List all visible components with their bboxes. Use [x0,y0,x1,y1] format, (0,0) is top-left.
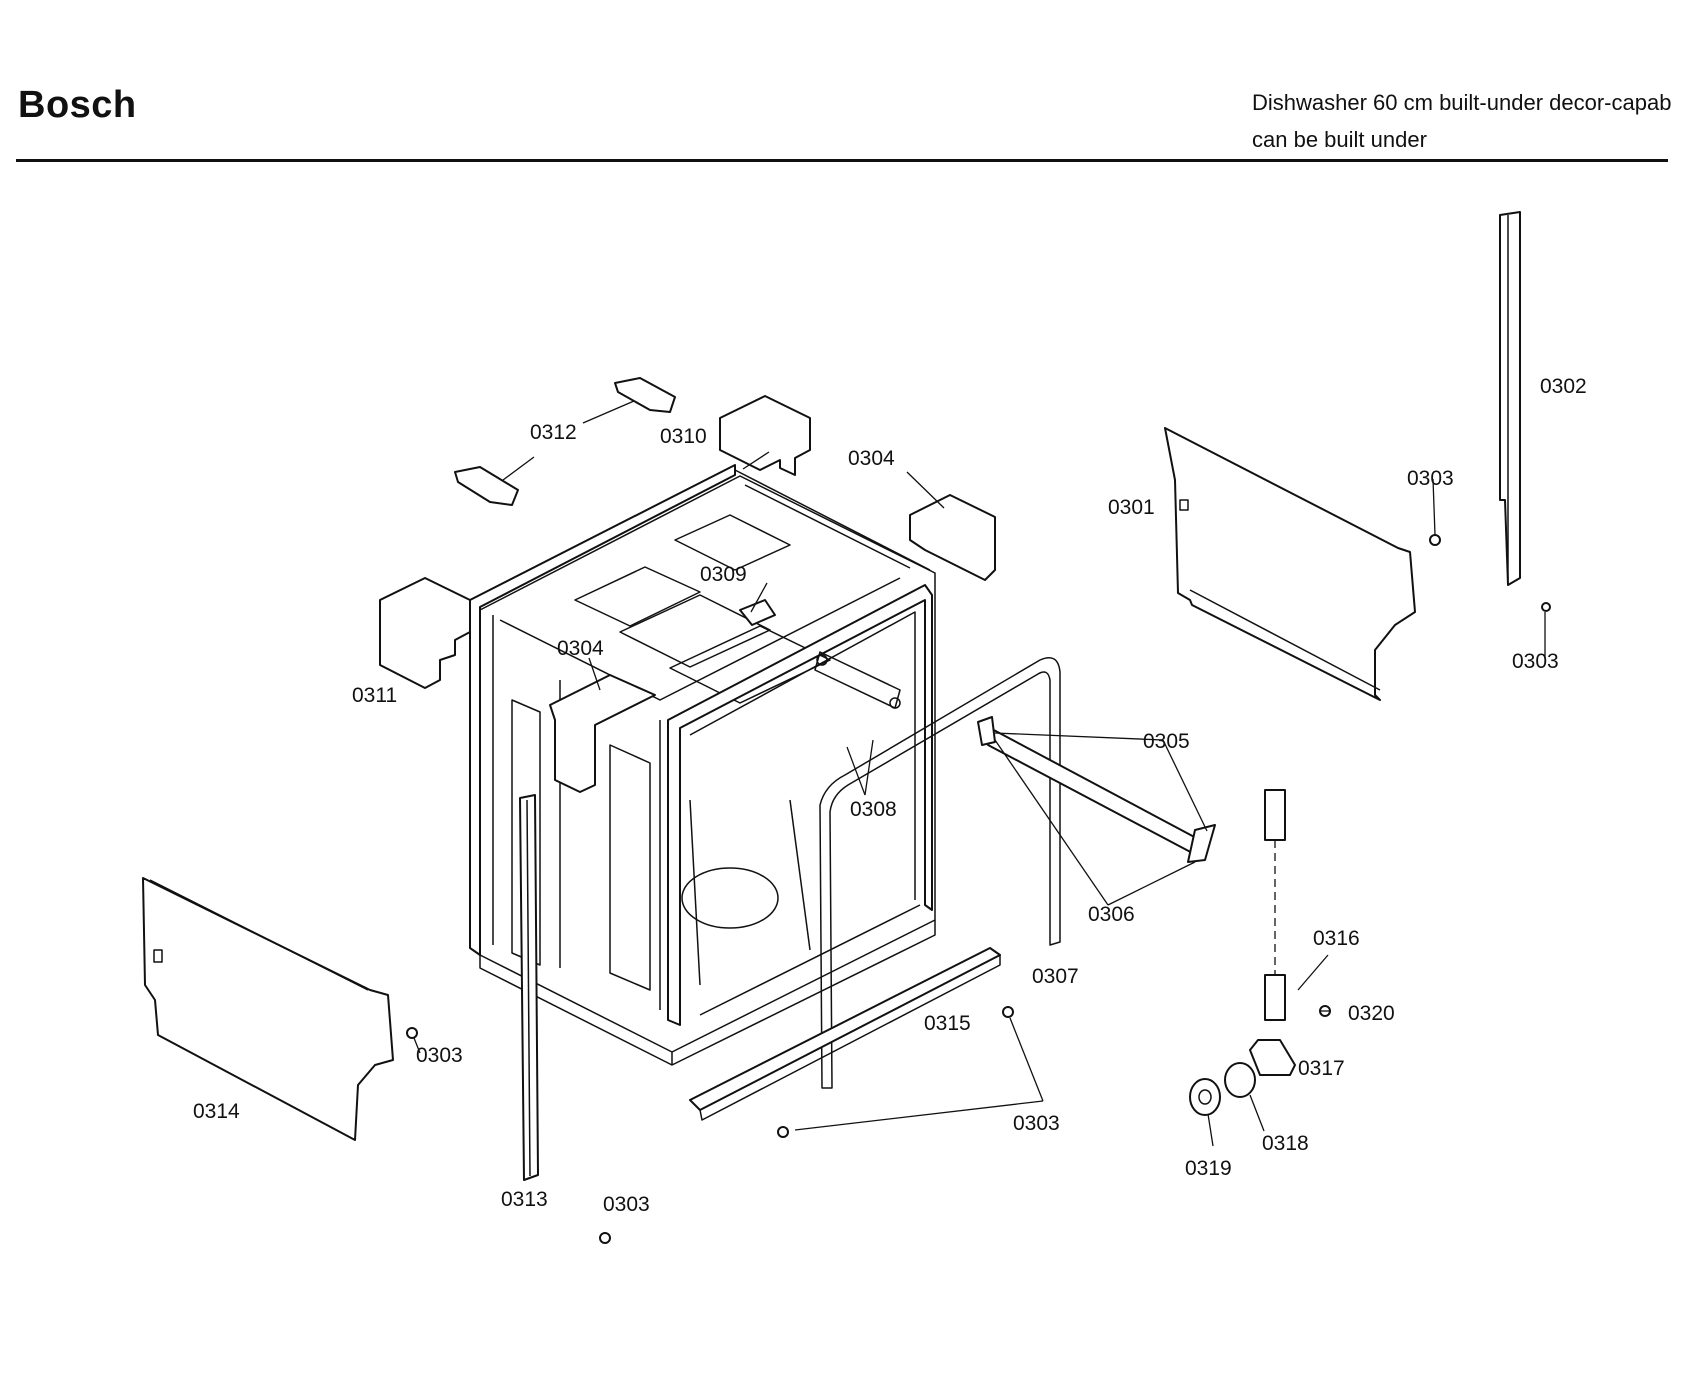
part-0309-clip [739,599,776,626]
part-0313-strip [519,794,539,1181]
callout-0304-mid: 0304 [557,637,604,660]
callout-0302: 0302 [1540,375,1587,398]
screws [406,534,1551,1244]
part-0316-hose [1264,789,1286,1021]
callout-0303-right: 0303 [1512,650,1559,673]
part-0310-bracket [719,395,811,476]
part-0301-side-panel [1164,427,1416,701]
leader-lines [413,400,1546,1147]
callout-0317: 0317 [1298,1057,1345,1080]
callout-0303-left: 0303 [416,1044,463,1067]
description-line-2: can be built under [1252,127,1427,152]
part-0315-base-strip [689,947,1001,1121]
callout-0303-bottomleft: 0303 [603,1193,650,1216]
callout-0319: 0319 [1185,1157,1232,1180]
callout-0316: 0316 [1313,927,1360,950]
callout-0313: 0313 [501,1188,548,1211]
description-line-1: Dishwasher 60 cm built-under decor-capab [1252,90,1672,115]
callout-0309: 0309 [700,563,747,586]
callout-0315: 0315 [924,1012,971,1035]
part-0311-bracket [379,577,471,689]
callout-0307: 0307 [1032,965,1079,988]
part-0317-connector [1249,1039,1296,1076]
part-0319-cap [1189,1078,1221,1116]
model-description: Dishwasher 60 cm built-under decor-capab… [1252,84,1671,158]
callout-0312: 0312 [530,421,577,444]
callout-0301: 0301 [1108,496,1155,519]
callout-labels: 0302 0303 0303 0301 0304 0304 0312 0310 … [193,375,1587,1216]
callout-0310: 0310 [660,425,707,448]
brand-title: Bosch [18,84,137,126]
callout-0305: 0305 [1143,730,1190,753]
part-0302-side-strip [1499,211,1521,586]
part-0305-rail [977,716,1216,863]
callout-0320: 0320 [1348,1002,1395,1025]
callout-0318: 0318 [1262,1132,1309,1155]
part-0318-ring [1224,1062,1256,1098]
callout-0308: 0308 [850,798,897,821]
callout-0304-top: 0304 [848,447,895,470]
part-0312-clips [454,377,676,506]
header-divider [16,159,1668,162]
callout-0306: 0306 [1088,903,1135,926]
callout-0303-bottom: 0303 [1013,1112,1060,1135]
part-0304-bracket-mid [549,674,656,793]
tub-frame [469,464,936,1066]
callout-0311: 0311 [352,684,397,707]
callout-0314: 0314 [193,1100,240,1123]
part-0304-bracket-top [909,494,996,581]
callout-0303-top: 0303 [1407,467,1454,490]
part-0307-seal [819,657,1061,1089]
part-0314-side-panel [142,877,394,1141]
